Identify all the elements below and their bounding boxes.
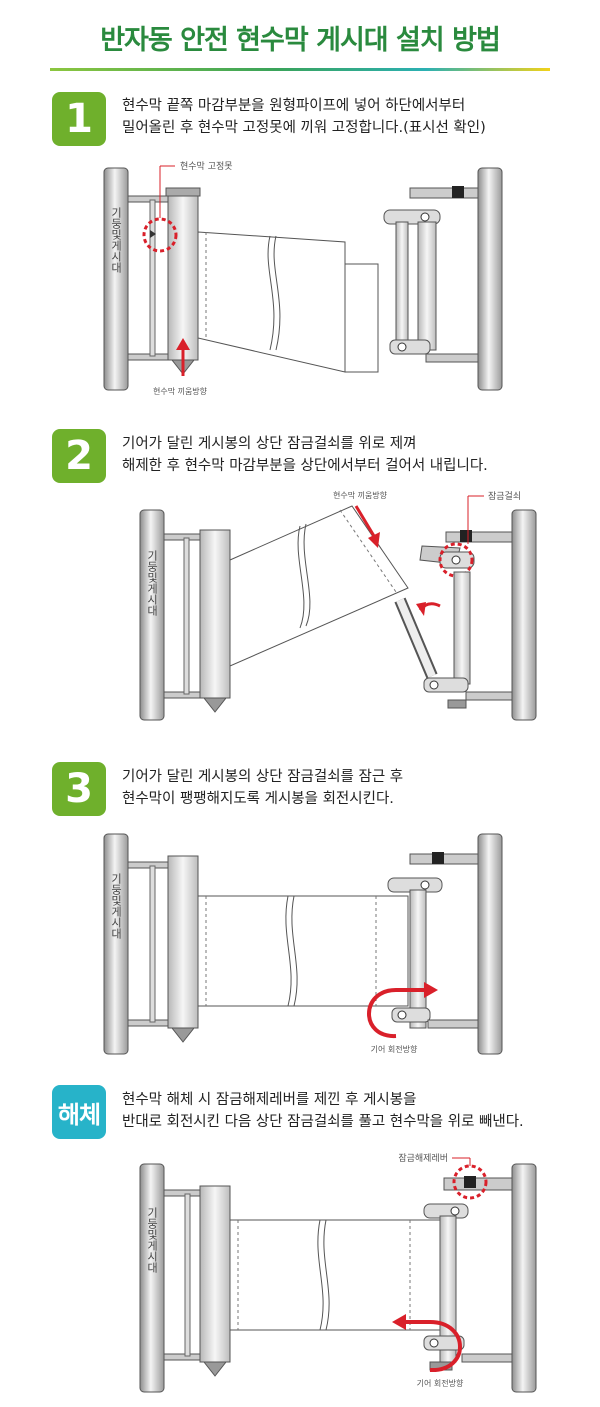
support-rod <box>149 199 156 357</box>
insert-arrow <box>368 532 380 548</box>
round-pipe <box>167 855 199 1029</box>
step-2-text: 기어가 달린 게시봉의 상단 잠금걸쇠를 위로 제껴 해제한 후 현수막 마감부… <box>122 433 582 477</box>
step-1-line-1: 현수막 끝쪽 마감부분을 원형파이프에 넣어 하단에서부터 <box>122 98 466 114</box>
round-pipe <box>199 529 231 699</box>
round-pipe <box>167 189 199 361</box>
step-2-diagram: 기둥및게시대 현수막 끼움방향 잠금걸쇠 <box>139 490 537 721</box>
pipe-cap-top <box>165 187 201 197</box>
lever-highlight <box>452 1164 488 1200</box>
banner <box>197 231 346 373</box>
insert-arrow <box>176 338 190 350</box>
release-arrow <box>416 602 426 616</box>
pin-callout: 현수막 고정못 <box>180 161 233 172</box>
post-label: 기둥및게시대 <box>110 207 123 273</box>
gear-callout: 기어 회전방향 <box>371 1044 418 1054</box>
left-post <box>103 833 129 1055</box>
dismantle-diagram: 기둥및게시대 기어 회전방향 잠금해제레버 <box>139 1153 537 1393</box>
dismantle-badge: 해체 <box>52 1085 106 1139</box>
dismantle-line-2: 반대로 회전시킨 다음 상단 잠금걸쇠를 풀고 현수막을 위로 빼낸다. <box>122 1114 524 1130</box>
gear-rod <box>395 221 409 351</box>
right-post <box>477 167 503 391</box>
step-2-badge: 2 <box>52 429 106 483</box>
gear-rod <box>409 889 427 1029</box>
banner <box>197 895 409 1007</box>
right-post <box>511 1163 537 1393</box>
step-3-line-2: 현수막이 팽팽해지도록 게시봉을 회전시킨다. <box>122 791 394 807</box>
upper-bracket <box>127 195 171 203</box>
lever-callout: 잠금해제레버 <box>398 1153 448 1164</box>
post-label: 기둥및게시대 <box>146 1207 159 1273</box>
step-1-diagram: 기둥및게시대 현수막 고정못 현수막 끼움방향 <box>103 161 503 396</box>
reverse-arrow <box>392 1314 406 1330</box>
step-1-badge: 1 <box>52 92 106 146</box>
step-3-badge: 3 <box>52 762 106 816</box>
dismantle-text: 현수막 해체 시 잠금해제레버를 제낀 후 게시봉을 반대로 회전시킨 다음 상… <box>122 1089 582 1133</box>
left-post <box>103 167 129 391</box>
step-3-line-1: 기어가 달린 게시봉의 상단 잠금걸쇠를 잠근 후 <box>122 769 404 785</box>
step-2-line-2: 해제한 후 현수막 마감부분을 상단에서부터 걸어서 내립니다. <box>122 458 488 474</box>
title-underline <box>50 68 550 71</box>
banner <box>229 1219 441 1331</box>
step-2-line-1: 기어가 달린 게시봉의 상단 잠금걸쇠를 위로 제껴 <box>122 436 417 452</box>
lower-bracket <box>127 353 171 361</box>
step-3-diagram: 기둥및게시대 기어 회전방향 <box>103 833 503 1055</box>
right-post <box>477 833 503 1055</box>
latch-callout: 잠금걸쇠 <box>488 491 521 502</box>
step-1-line-2: 밀어올린 후 현수막 고정못에 끼워 고정합니다.(표시선 확인) <box>122 120 486 136</box>
direction-callout: 현수막 끼움방향 <box>153 386 208 396</box>
post-label: 기둥및게시대 <box>110 873 123 939</box>
page-title: 반자동 안전 현수막 게시대 설치 방법 <box>100 25 501 56</box>
release-lever <box>464 1176 476 1188</box>
pin-highlight <box>142 217 178 253</box>
post-label: 기둥및게시대 <box>146 550 159 616</box>
round-pipe <box>199 1185 231 1363</box>
direction-callout: 현수막 끼움방향 <box>333 490 388 500</box>
left-post <box>139 1163 165 1393</box>
step-1-text: 현수막 끝쪽 마감부분을 원형파이프에 넣어 하단에서부터 밀어올린 후 현수막… <box>122 95 582 139</box>
gear-callout: 기어 회전방향 <box>417 1378 464 1388</box>
gear-rod <box>453 571 471 685</box>
left-post <box>139 509 165 721</box>
rotate-arrow <box>424 982 438 998</box>
right-post <box>511 509 537 721</box>
banner <box>229 505 409 667</box>
step-3-text: 기어가 달린 게시봉의 상단 잠금걸쇠를 잠근 후 현수막이 팽팽해지도록 게시… <box>122 766 582 810</box>
dismantle-line-1: 현수막 해체 시 잠금해제레버를 제낀 후 게시봉을 <box>122 1092 417 1108</box>
